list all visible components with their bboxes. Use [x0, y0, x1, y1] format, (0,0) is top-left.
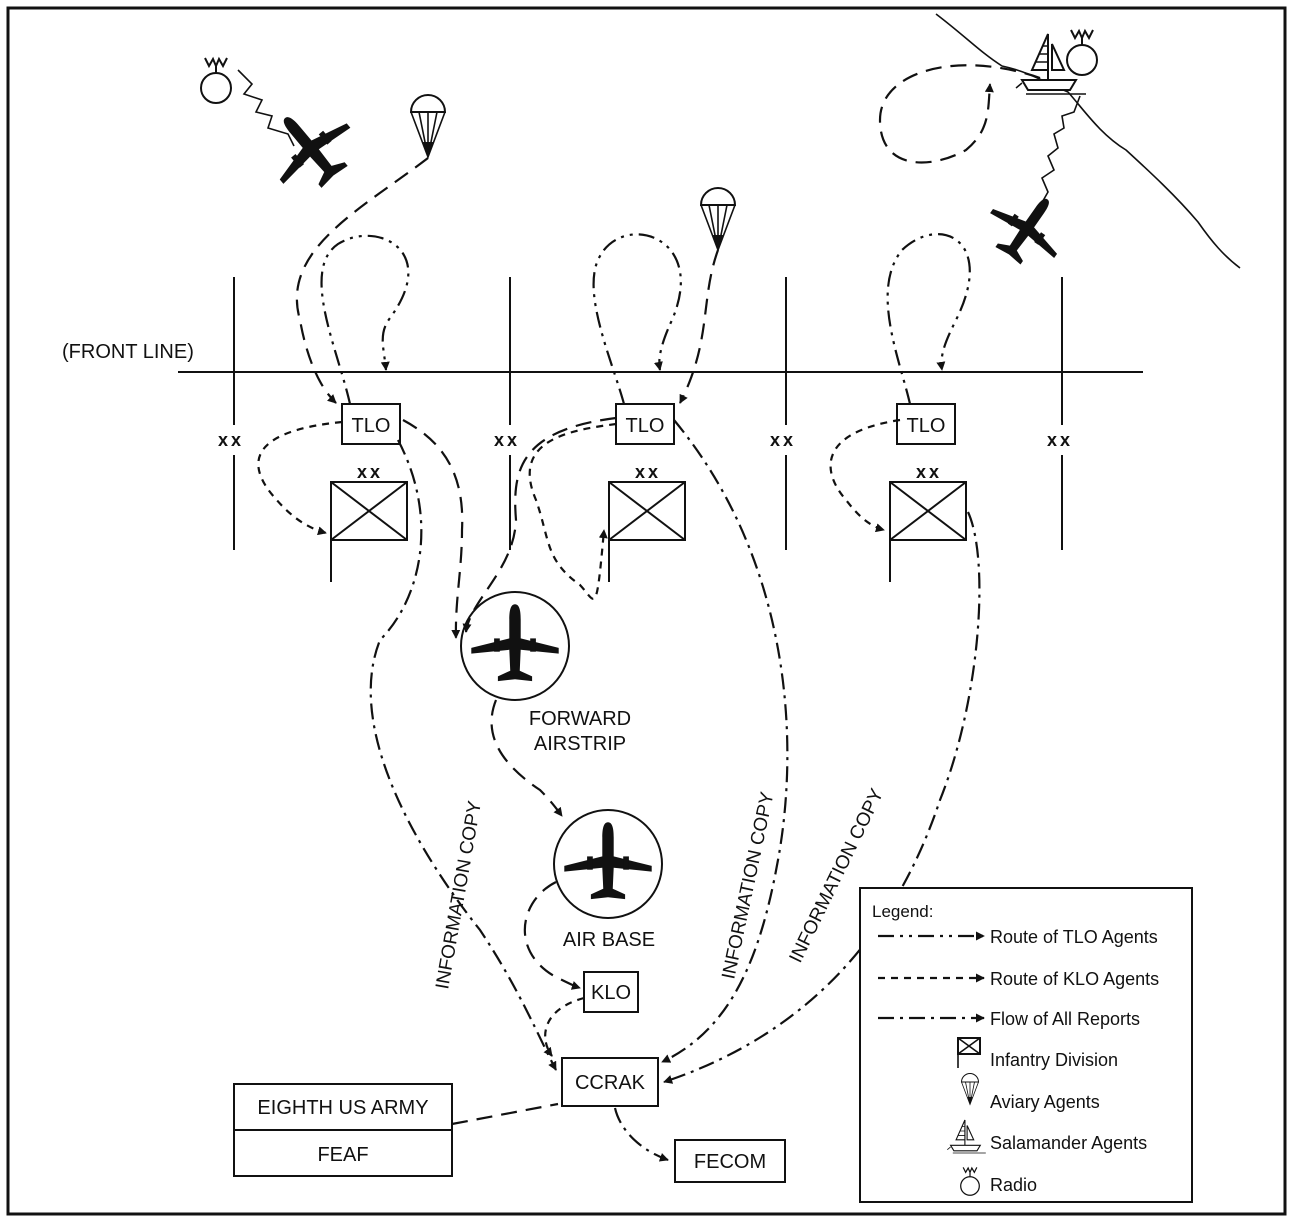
legend: Legend: Route of TLO Agents Route of KLO…	[859, 887, 1193, 1203]
legend-aviary-label: Aviary Agents	[990, 1092, 1100, 1112]
klo-label: KLO	[591, 982, 631, 1004]
legend-salamander-label: Salamander Agents	[990, 1133, 1147, 1153]
forward-airstrip-label-1: FORWARD	[529, 708, 631, 730]
information-copy-label: INFORMATION COPY	[432, 799, 486, 991]
eighth-army-label: EIGHTH US ARMY	[257, 1097, 428, 1119]
legend-box	[859, 887, 1193, 1203]
fecom-label: FECOM	[694, 1151, 766, 1173]
tlo-label: TLO	[626, 415, 665, 437]
legend-klo-label: Route of KLO Agents	[990, 969, 1159, 989]
ccrak-label: CCRAK	[575, 1072, 646, 1094]
boundary-marker: xx	[218, 430, 244, 450]
division-boundaries	[233, 277, 1063, 550]
legend-flow-label: Flow of All Reports	[990, 1009, 1140, 1029]
infantry-division-icon	[889, 481, 967, 583]
radio-icon	[1066, 29, 1098, 76]
parachute-icon	[700, 187, 736, 251]
boundary-marker: xx	[770, 430, 796, 450]
infantry-division-icon	[608, 481, 686, 583]
feaf-label: FEAF	[317, 1144, 368, 1166]
airplane-icon	[975, 176, 1080, 279]
air-base-label: AIR BASE	[563, 929, 655, 951]
klo-box	[583, 971, 639, 1013]
information-copy-label: INFORMATION COPY	[718, 790, 778, 981]
infantry-division-icon	[330, 481, 408, 583]
division-echelon-marker: xx	[916, 462, 942, 482]
tlo-box	[341, 403, 401, 445]
route-lines	[257, 64, 1041, 1162]
division-echelon-marker: xx	[357, 462, 383, 482]
radio-link-line	[237, 69, 295, 147]
legend-infantry-label: Infantry Division	[990, 1050, 1118, 1070]
forward-airstrip-label-2: AIRSTRIP	[534, 733, 626, 755]
tlo-label: TLO	[907, 415, 946, 437]
front-line-label: (FRONT LINE)	[62, 341, 194, 363]
outer-frame	[6, 6, 1287, 1216]
legend-title: Legend:	[872, 902, 933, 921]
coastline	[935, 13, 1241, 269]
fecom-box	[674, 1139, 786, 1183]
airplane-icon	[251, 89, 369, 206]
legend-tlo-label: Route of TLO Agents	[990, 927, 1158, 947]
radio-icon	[200, 57, 232, 104]
division-echelon-marker: xx	[635, 462, 661, 482]
boundary-marker: xx	[494, 430, 520, 450]
legend-radio-label: Radio	[990, 1175, 1037, 1195]
radio-link-line	[1039, 95, 1081, 207]
tlo-box	[615, 403, 675, 445]
ccrak-box	[561, 1057, 659, 1107]
legend-infantry-icon	[957, 1037, 981, 1068]
tlo-box	[896, 403, 956, 445]
parachute-icon	[410, 94, 446, 158]
tlo-label: TLO	[352, 415, 391, 437]
boundary-marker: xx	[1047, 430, 1073, 450]
